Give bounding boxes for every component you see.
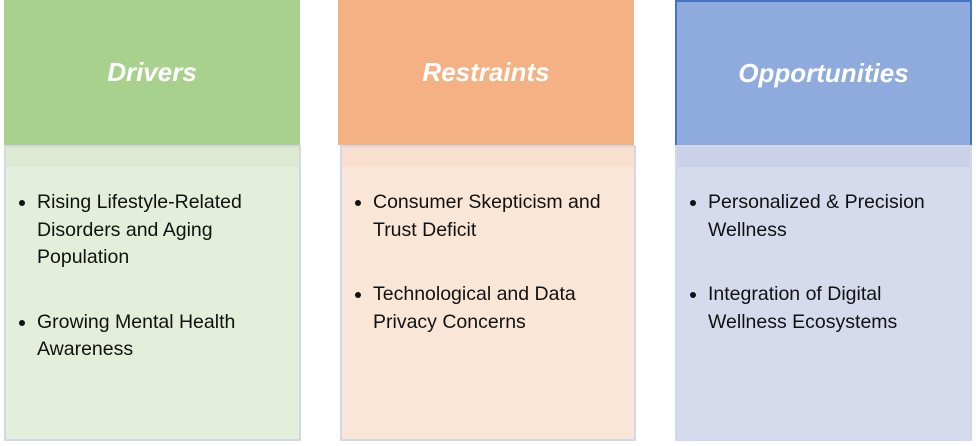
opportunities-list: Personalized & Precision Wellness Integr…: [689, 189, 964, 373]
opportunities-title: Opportunities: [738, 58, 909, 88]
bullet-icon: [355, 200, 361, 206]
list-item: Rising Lifestyle-Related Disorders and A…: [18, 189, 277, 272]
list-item: Technological and Data Privacy Concerns: [354, 281, 623, 336]
item-text: Technological and Data Privacy Concerns: [373, 283, 576, 333]
drivers-title: Drivers: [107, 57, 197, 87]
restraints-strip: [342, 147, 634, 167]
item-text: Rising Lifestyle-Related Disorders and A…: [37, 191, 242, 268]
bullet-icon: [19, 319, 25, 326]
list-item: Personalized & Precision Wellness: [689, 189, 964, 244]
opportunities-strip: [677, 147, 970, 167]
item-text: Growing Mental Health Awareness: [37, 310, 236, 361]
drivers-list: Rising Lifestyle-Related Disorders and A…: [18, 189, 293, 401]
bullet-icon: [690, 200, 696, 206]
restraints-title: Restraints: [422, 57, 550, 87]
restraints-body: Consumer Skepticism and Trust Deficit Te…: [340, 145, 636, 441]
item-text: Integration of Digital Wellness Ecosyste…: [708, 283, 898, 333]
list-item: Consumer Skepticism and Trust Deficit: [354, 189, 613, 244]
bullet-icon: [690, 292, 696, 298]
item-text: Personalized & Precision Wellness: [708, 191, 925, 241]
list-item: Integration of Digital Wellness Ecosyste…: [689, 281, 938, 336]
item-text: Consumer Skepticism and Trust Deficit: [373, 191, 601, 241]
drivers-body: Rising Lifestyle-Related Disorders and A…: [4, 145, 301, 441]
drivers-strip: [6, 147, 299, 167]
opportunities-body: Personalized & Precision Wellness Integr…: [675, 145, 972, 441]
bullet-icon: [19, 200, 25, 206]
restraints-list: Consumer Skepticism and Trust Deficit Te…: [354, 189, 628, 373]
opportunities-header: Opportunities: [675, 0, 972, 145]
list-item: Growing Mental Health Awareness: [18, 309, 293, 364]
restraints-header: Restraints: [338, 0, 634, 145]
drivers-header: Drivers: [4, 0, 300, 145]
bullet-icon: [355, 292, 361, 298]
